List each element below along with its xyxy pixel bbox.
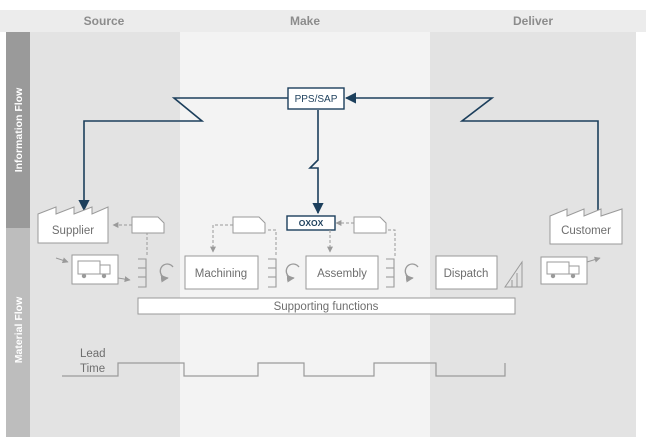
- inventory-triangle-icon: [504, 260, 523, 288]
- supporting-functions-label: Supporting functions: [274, 301, 379, 313]
- pps-sap-box[interactable]: [287, 87, 345, 110]
- pps-sap-label: PPS/SAP: [295, 94, 338, 105]
- column-header-source: Source: [84, 14, 125, 28]
- customer-label: Customer: [561, 225, 611, 237]
- supplier-factory-icon: [37, 206, 109, 244]
- material-flow-label: Material Flow: [13, 296, 25, 363]
- supporting-functions-bar[interactable]: [137, 297, 516, 315]
- pull-arrow-icon: [404, 263, 419, 283]
- info-flow-pps-to-oxox: [308, 110, 324, 215]
- oxox-label: OXOX: [299, 218, 324, 228]
- lead-time-ladder: [62, 362, 506, 377]
- column-header-deliver: Deliver: [513, 14, 553, 28]
- material-flow-band: [6, 228, 30, 437]
- assembly-process-box[interactable]: [305, 255, 379, 290]
- oxox-box[interactable]: [286, 215, 336, 231]
- machining-label: Machining: [195, 268, 247, 280]
- lead-time-label-line1: Lead: [80, 348, 106, 360]
- dispatch-process-box[interactable]: [435, 255, 498, 290]
- kanban-card-icon: [232, 216, 266, 234]
- lead-time-label-line2: Time: [80, 363, 105, 375]
- header-band: [0, 10, 646, 32]
- info-flow-pps-to-supplier: [78, 97, 288, 212]
- information-flow-label: Information Flow: [13, 87, 25, 172]
- supermarket-icon: [386, 258, 395, 288]
- dispatch-label: Dispatch: [444, 268, 489, 280]
- pull-arrow-icon: [159, 263, 174, 283]
- machining-process-box[interactable]: [184, 255, 259, 290]
- assembly-label: Assembly: [317, 268, 367, 280]
- customer-factory-icon: [549, 208, 623, 245]
- supplier-label: Supplier: [52, 225, 94, 237]
- supermarket-icon: [268, 258, 277, 288]
- supplier-truck-icon: [55, 254, 131, 285]
- kanban-card-icon: [131, 216, 165, 234]
- customer-truck-icon: [540, 256, 601, 285]
- kanban-signal-lines: [112, 220, 396, 256]
- info-flow-customer-to-pps: [344, 92, 599, 218]
- kanban-card-icon: [353, 216, 387, 234]
- information-flow-band: [6, 32, 30, 228]
- pull-arrow-icon: [285, 263, 300, 283]
- supermarket-icon: [138, 258, 147, 288]
- column-header-make: Make: [290, 14, 320, 28]
